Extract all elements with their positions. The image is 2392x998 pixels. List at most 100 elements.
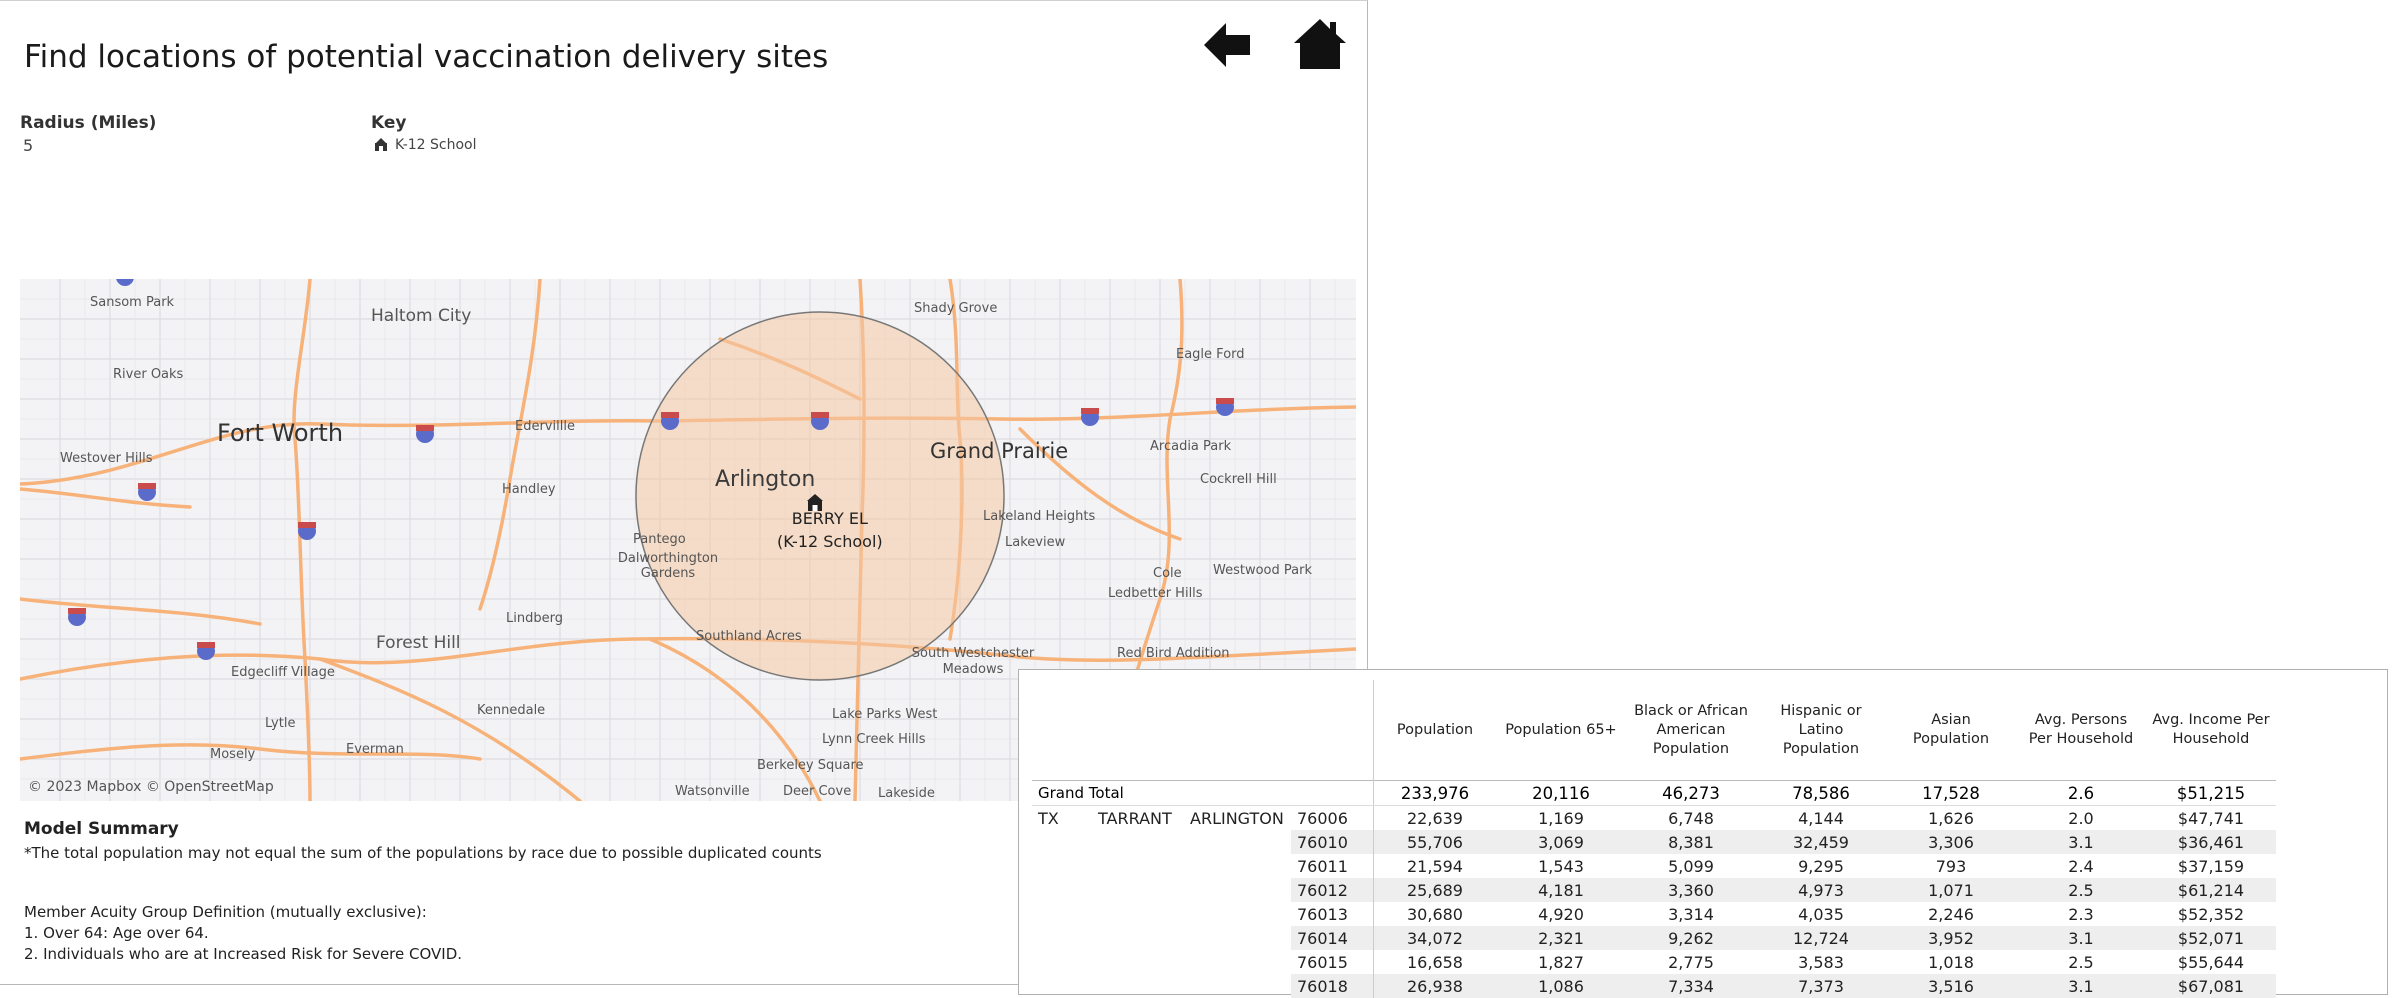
col-header[interactable]: Black or African American Population bbox=[1634, 702, 1748, 757]
map-label: Westover Hills bbox=[60, 451, 153, 466]
zip-cell: 76012 bbox=[1291, 878, 1374, 902]
map-label: Deer Cove bbox=[783, 784, 852, 799]
table-cell: 30,680 bbox=[1373, 902, 1496, 926]
table-cell: 3.1 bbox=[2016, 926, 2146, 950]
map-copyright: © 2023 Mapbox © OpenStreetMap bbox=[28, 779, 274, 795]
map-label: Lynn Creek Hills bbox=[822, 732, 926, 747]
state-cell bbox=[1032, 854, 1092, 878]
county-cell: TARRANT bbox=[1098, 808, 1172, 828]
map-label-grand-prairie: Grand Prairie bbox=[930, 439, 1069, 463]
table-cell: 3,516 bbox=[1886, 974, 2016, 998]
table-cell: 2.6 bbox=[2016, 780, 2146, 806]
table-cell: $67,081 bbox=[2146, 974, 2276, 998]
table-cell: 2.4 bbox=[2068, 856, 2094, 876]
key-item: K-12 School bbox=[374, 137, 477, 153]
map-roads bbox=[20, 279, 1356, 801]
key-item-label: K-12 School bbox=[395, 137, 477, 153]
table-cell: 1,071 bbox=[1886, 878, 2016, 902]
state-cell bbox=[1032, 974, 1092, 998]
county-cell bbox=[1092, 974, 1184, 998]
home-icon bbox=[1294, 19, 1346, 69]
city-cell bbox=[1184, 854, 1291, 878]
home-button[interactable] bbox=[1292, 17, 1348, 73]
city-cell bbox=[1184, 974, 1291, 998]
table-cell: 12,724 bbox=[1756, 926, 1886, 950]
table-cell: $36,461 bbox=[2146, 830, 2276, 854]
school-type: (K-12 School) bbox=[777, 532, 883, 551]
table-cell: 34,072 bbox=[1373, 926, 1496, 950]
table-cell: 2.0 bbox=[2068, 808, 2094, 828]
col-header[interactable]: Avg. Income Per Household bbox=[2152, 712, 2270, 747]
map-label: Cole bbox=[1153, 566, 1182, 581]
table-cell: 25,689 bbox=[1373, 878, 1496, 902]
map-label-fort-worth: Fort Worth bbox=[217, 419, 344, 447]
table-cell: $47,741 bbox=[2177, 808, 2245, 828]
table-cell: 4,035 bbox=[1798, 904, 1844, 924]
city-cell bbox=[1184, 878, 1291, 902]
map-label: Edgecliff Village bbox=[231, 665, 335, 680]
table-cell: 9,295 bbox=[1798, 856, 1844, 876]
radius-value[interactable]: 5 bbox=[23, 136, 34, 155]
county-cell bbox=[1092, 830, 1184, 854]
table-cell: 7,373 bbox=[1756, 974, 1886, 998]
table-cell: 3,314 bbox=[1668, 904, 1714, 924]
table-cell: 2,321 bbox=[1496, 926, 1626, 950]
table-cell: 4,973 bbox=[1756, 878, 1886, 902]
table-cell: $51,215 bbox=[2146, 780, 2276, 806]
col-header[interactable]: Population bbox=[1373, 680, 1496, 781]
map-label: Lindberg bbox=[506, 611, 563, 626]
state-cell bbox=[1032, 878, 1092, 902]
table-cell: 2.5 bbox=[2068, 952, 2094, 972]
summary-heading: Model Summary bbox=[24, 819, 179, 839]
zip-cell: 76010 bbox=[1291, 830, 1374, 854]
county-cell bbox=[1092, 902, 1184, 926]
col-header[interactable]: Asian Population bbox=[1912, 712, 1990, 747]
back-arrow-icon bbox=[1204, 23, 1250, 67]
zip-cell: 76015 bbox=[1297, 952, 1348, 972]
city-cell bbox=[1184, 950, 1291, 974]
table-cell: 3.1 bbox=[2016, 974, 2146, 998]
map-label: Arcadia Park bbox=[1150, 439, 1232, 454]
table-cell: 6,748 bbox=[1668, 808, 1714, 828]
map-label: Lake Parks West bbox=[832, 707, 938, 722]
table-cell: 1,169 bbox=[1538, 808, 1584, 828]
map-label: Cockrell Hill bbox=[1200, 472, 1277, 487]
table-cell: 4,920 bbox=[1538, 904, 1584, 924]
col-header[interactable]: Avg. Persons Per Household bbox=[2028, 712, 2134, 747]
definition-heading: Member Acuity Group Definition (mutually… bbox=[24, 903, 427, 921]
table-cell: 793 bbox=[1935, 856, 1967, 876]
map-label: Lakeland Heights bbox=[983, 509, 1096, 524]
map-label: Lytle bbox=[265, 716, 296, 731]
data-table: Population Population 65+ Black or Afric… bbox=[1032, 680, 2276, 998]
map-label-arlington: Arlington bbox=[715, 467, 816, 492]
map-label: Lakeview bbox=[1005, 535, 1066, 550]
col-header[interactable]: Population 65+ bbox=[1505, 721, 1617, 738]
school-marker-label[interactable]: BERRY EL (K-12 School) bbox=[777, 507, 883, 553]
grand-total-row[interactable]: Grand Total 233,976 20,116 46,273 78,586… bbox=[1032, 780, 2276, 806]
state-cell: TX bbox=[1038, 808, 1059, 828]
table-cell: 2.3 bbox=[2068, 904, 2094, 924]
table-cell: $52,071 bbox=[2146, 926, 2276, 950]
zip-cell: 76013 bbox=[1297, 904, 1348, 924]
col-header[interactable]: Hispanic or Latino Population bbox=[1780, 702, 1862, 757]
map-label: Southland Acres bbox=[696, 629, 802, 644]
definition-item: 1. Over 64: Age over 64. bbox=[24, 924, 209, 942]
map-label: Edervillle bbox=[515, 419, 575, 434]
table-cell: 3,306 bbox=[1886, 830, 2016, 854]
back-button[interactable] bbox=[1200, 17, 1256, 73]
map-label: Kennedale bbox=[477, 703, 546, 718]
table-cell: 1,827 bbox=[1538, 952, 1584, 972]
table-cell: 3,069 bbox=[1496, 830, 1626, 854]
table-cell: 233,976 bbox=[1373, 780, 1496, 806]
map-label: Mosely bbox=[210, 747, 256, 762]
map-label: Haltom City bbox=[371, 306, 472, 326]
table-cell: 55,706 bbox=[1373, 830, 1496, 854]
